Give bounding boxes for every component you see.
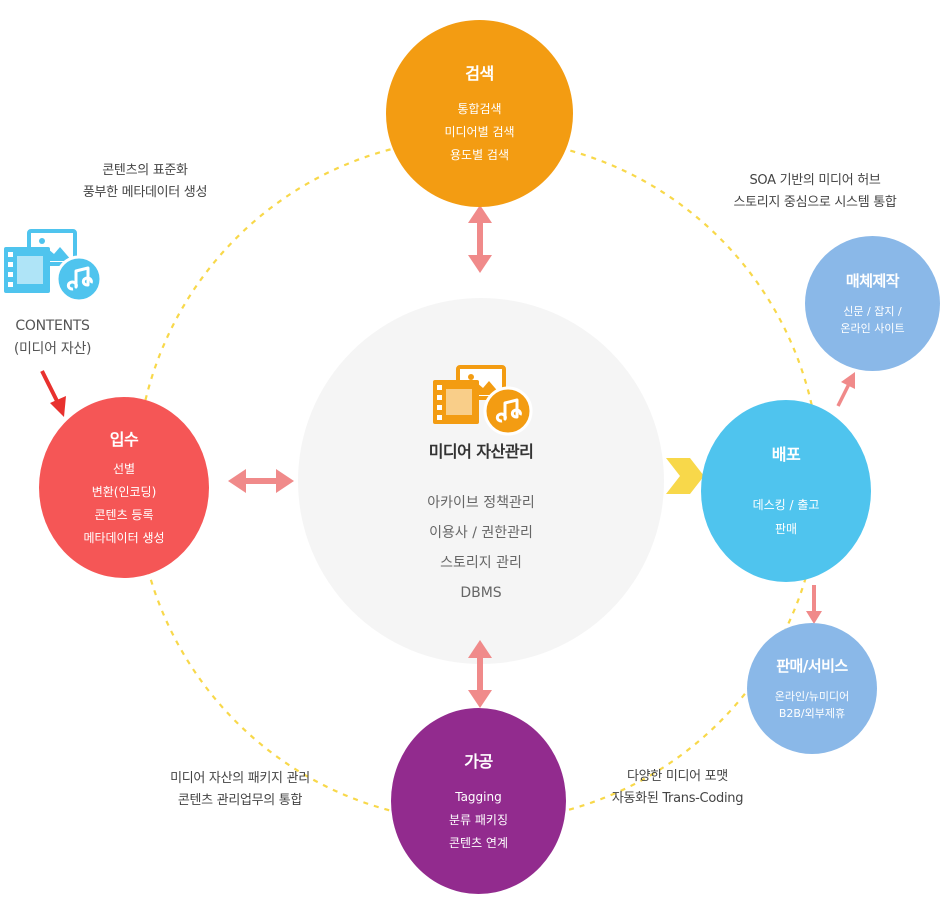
center-item-list: 아카이브 정책관리 이용사 / 권한관리 스토리지 관리 DBMS	[381, 488, 581, 608]
media-production-title: 매체제작	[845, 272, 900, 290]
center-item: 이용사 / 권한관리	[429, 525, 533, 541]
sales-service-lines: 온라인/뉴미디어 B2B/외부제휴	[775, 688, 850, 722]
center-circle	[298, 298, 664, 664]
node-line: 분류 패키징	[448, 812, 508, 827]
double-arrow-icon	[468, 640, 492, 708]
process-lines: Tagging 분류 패키징 콘텐츠 연계	[449, 786, 508, 855]
node-line: Tagging	[455, 789, 502, 804]
node-line: 용도별 검색	[449, 148, 509, 162]
arrow-up-right-icon	[836, 372, 855, 407]
sales-service-title: 판매/서비스	[776, 657, 848, 675]
arrow-down-right-icon	[40, 370, 66, 417]
distribute-lines: 데스킹 / 출고 판매	[753, 493, 820, 541]
node-line: 콘텐츠 등록	[94, 507, 154, 522]
node-line: 온라인/뉴미디어	[774, 690, 850, 703]
media-files-icon	[433, 365, 533, 436]
caption-top-left: 콘텐츠의 표준화 풍부한 메타데이터 생성	[40, 160, 250, 204]
caption-line: 미디어 자산의 패키지 관리	[170, 771, 310, 786]
arrow-down-icon	[806, 585, 822, 624]
intake-title: 입수	[109, 429, 139, 449]
caption-top-right: SOA 기반의 미디어 허브 스토리지 중심으로 시스템 통합	[695, 170, 935, 214]
search-title: 검색	[465, 64, 494, 83]
node-line: 판매	[774, 522, 798, 536]
caption-line: 다양한 미디어 포맷	[627, 769, 728, 784]
center-item: 스토리지 관리	[440, 555, 522, 571]
node-line: 데스킹 / 출고	[752, 498, 820, 512]
center-item: 아카이브 정책관리	[427, 495, 535, 511]
caption-bottom-right: 다양한 미디어 포맷 자동화된 Trans-Coding	[575, 766, 780, 810]
intake-node: 입수 선별 변환(인코딩) 콘텐츠 등록 메타데이터 생성	[39, 397, 209, 578]
search-lines: 통합검색 미디어별 검색 용도별 검색	[444, 98, 514, 167]
intake-lines: 선별 변환(인코딩) 콘텐츠 등록 메타데이터 생성	[83, 458, 164, 550]
caption-line: 콘텐츠 관리업무의 통합	[177, 793, 303, 808]
double-arrow-icon	[228, 469, 294, 493]
search-node: 검색 통합검색 미디어별 검색 용도별 검색	[386, 20, 573, 207]
contents-label-line: (미디어 자산)	[13, 341, 92, 357]
node-line: 변환(인코딩)	[91, 484, 157, 499]
media-files-icon	[4, 229, 103, 303]
process-node: 가공 Tagging 분류 패키징 콘텐츠 연계	[391, 708, 566, 894]
node-line: 콘텐츠 연계	[448, 835, 508, 850]
process-title: 가공	[464, 751, 493, 771]
caption-line: 풍부한 메타데이터 생성	[82, 185, 208, 200]
node-line: 신문 / 잡지 /	[843, 305, 902, 318]
chevron-right-icon	[666, 458, 704, 494]
caption-bottom-left: 미디어 자산의 패키지 관리 콘텐츠 관리업무의 통합	[125, 768, 355, 812]
sales-service-node: 판매/서비스 온라인/뉴미디어 B2B/외부제휴	[747, 623, 877, 754]
media-production-lines: 신문 / 잡지 / 온라인 사이트	[840, 303, 904, 337]
media-production-node: 매체제작 신문 / 잡지 / 온라인 사이트	[805, 236, 940, 371]
double-arrow-icon	[468, 205, 492, 273]
caption-line: SOA 기반의 미디어 허브	[749, 173, 881, 188]
caption-line: 자동화된 Trans-Coding	[611, 791, 744, 806]
caption-line: 스토리지 중심으로 시스템 통합	[733, 195, 897, 210]
center-panel: 미디어 자산관리 아카이브 정책관리 이용사 / 권한관리 스토리지 관리 DB…	[381, 438, 581, 608]
node-line: 통합검색	[457, 102, 502, 116]
center-title: 미디어 자산관리	[428, 442, 534, 461]
node-line: B2B/외부제휴	[778, 707, 846, 720]
node-line: 온라인 사이트	[840, 322, 905, 335]
node-line: 선별	[112, 461, 136, 476]
caption-line: 콘텐츠의 표준화	[102, 163, 188, 178]
contents-label: CONTENTS (미디어 자산)	[0, 315, 105, 361]
center-item: DBMS	[460, 585, 502, 601]
node-line: 메타데이터 생성	[83, 530, 165, 545]
node-line: 미디어별 검색	[444, 125, 515, 139]
contents-label-line: CONTENTS	[15, 318, 90, 334]
distribute-title: 배포	[771, 445, 801, 464]
distribute-node: 배포 데스킹 / 출고 판매	[701, 400, 871, 582]
